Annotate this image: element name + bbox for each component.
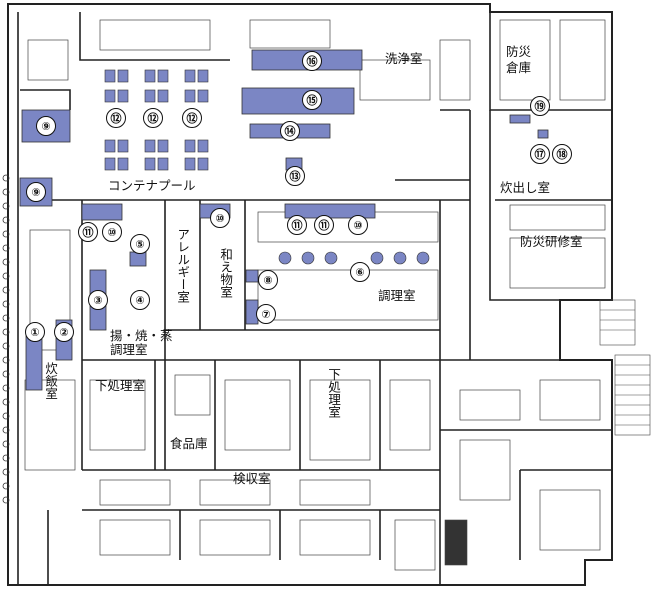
room-label-allergy: アレルギー室 [175,228,191,303]
room-label-takidashi: 炊出し室 [500,180,551,195]
room-label-container-pool: コンテナプール [108,178,196,193]
marker-12-center: ⑫ [143,108,163,128]
marker-3: ③ [88,290,108,310]
marker-1: ① [25,322,45,342]
marker-17: ⑰ [530,144,550,164]
marker-7: ⑦ [256,304,276,324]
marker-11-right: ⑪ [314,215,334,235]
equipment-blocks [19,49,549,391]
marker-9-top: ⑨ [36,116,56,136]
marker-16: ⑯ [302,51,322,71]
room-label-senjou: 洗浄室 [385,51,423,66]
marker-19: ⑲ [530,96,550,116]
marker-11-left: ⑪ [78,222,98,242]
room-label-shokuhin-ko: 食品庫 [170,436,208,451]
room-label-suihan: 炊飯室 [43,362,59,400]
room-label-shita-shori-left: 下処理室 [95,378,146,393]
room-label-bousai-souko: 防災 倉庫 [506,44,532,75]
room-label-age-yaki-mushi-sub: 調理室 [110,342,148,357]
room-label-chouri: 調理室 [378,288,416,303]
marker-18: ⑱ [552,144,572,164]
marker-10-center: ⑩ [210,208,230,228]
marker-13: ⑬ [285,166,305,186]
left-edge-fixtures [2,174,10,504]
marker-12-right: ⑫ [182,108,202,128]
kettle-row [278,251,430,265]
marker-11-center: ⑪ [287,215,307,235]
marker-6: ⑥ [350,262,370,282]
room-label-age-yaki-mushi: 揚・焼・蒸 [110,328,173,343]
marker-4: ④ [130,290,150,310]
interior-walls [17,12,612,585]
marker-5: ⑤ [130,234,150,254]
room-label-shita-shori-center: 下処理室 [326,368,342,418]
marker-8: ⑧ [258,270,278,290]
marker-10-left: ⑩ [102,222,122,242]
marker-10-right: ⑩ [348,215,368,235]
room-label-wae: 和え物室 [218,248,234,298]
marker-14: ⑭ [280,121,300,141]
marker-15: ⑮ [302,90,322,110]
container-pool-racks [104,69,209,171]
marker-12-left: ⑫ [106,108,126,128]
room-label-bousai-kenshu: 防災研修室 [520,234,583,249]
marker-2: ② [54,322,74,342]
stairs [444,299,651,566]
room-label-kenshu: 検収室 [233,471,271,486]
marker-9-bottom: ⑨ [26,182,46,202]
